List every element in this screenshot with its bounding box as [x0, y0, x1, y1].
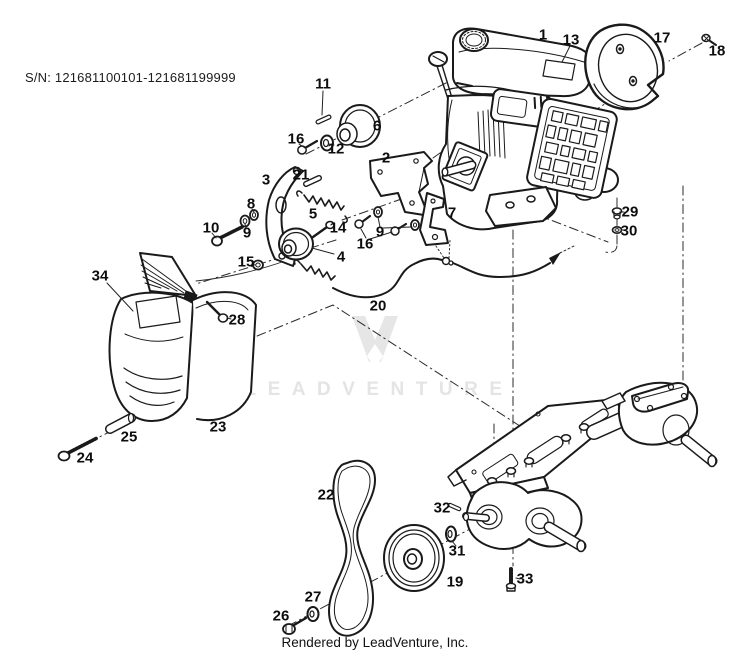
serial-number-range: S/N: 121681100101-121681199999 — [25, 70, 236, 85]
screw-18-icon — [701, 33, 717, 46]
callout-18[interactable]: 18 — [708, 42, 726, 60]
callout-23[interactable]: 23 — [209, 418, 227, 436]
cover-sticker — [135, 295, 181, 329]
callout-13[interactable]: 13 — [562, 31, 580, 49]
callout-4[interactable]: 4 — [336, 248, 346, 266]
callout-16[interactable]: 16 — [287, 130, 305, 148]
callout-11[interactable]: 11 — [315, 75, 331, 93]
callout-9[interactable]: 9 — [375, 223, 385, 241]
callout-25[interactable]: 25 — [120, 428, 138, 446]
watermark-text: LEADVENTURE — [244, 379, 513, 400]
callout-24[interactable]: 24 — [76, 449, 94, 467]
callout-6[interactable]: 6 — [372, 117, 382, 135]
callout-15[interactable]: 15 — [237, 253, 255, 271]
callout-3[interactable]: 3 — [261, 171, 271, 189]
belt-cover — [57, 252, 257, 462]
engine-assembly — [428, 27, 619, 231]
callout-29[interactable]: 29 — [621, 203, 639, 221]
callout-33[interactable]: 33 — [516, 570, 534, 588]
callout-26[interactable]: 26 — [272, 607, 290, 625]
callout-12[interactable]: 12 — [327, 140, 345, 158]
callout-20[interactable]: 20 — [369, 297, 387, 315]
callout-7[interactable]: 7 — [447, 204, 457, 222]
callout-19[interactable]: 19 — [446, 573, 464, 591]
callout-31[interactable]: 31 — [448, 542, 466, 560]
callout-10[interactable]: 10 — [202, 219, 220, 237]
clutch-cable — [293, 252, 561, 299]
belt-guard-disc — [584, 23, 665, 111]
callout-21[interactable]: 21 — [292, 166, 310, 184]
footer-credit: Rendered by LeadVenture, Inc. — [281, 635, 469, 650]
muffler-shield — [526, 97, 618, 199]
callout-8[interactable]: 8 — [246, 195, 256, 213]
cable-bracket — [419, 192, 449, 246]
callout-32[interactable]: 32 — [433, 499, 451, 517]
fuel-cap-icon — [459, 28, 489, 52]
callout-9[interactable]: 9 — [242, 224, 252, 242]
idler-assembly — [211, 104, 434, 271]
callout-28[interactable]: 28 — [228, 311, 246, 329]
callout-5[interactable]: 5 — [308, 205, 318, 223]
callout-2[interactable]: 2 — [381, 149, 391, 167]
transmission-assembly — [445, 381, 718, 592]
callout-16[interactable]: 16 — [356, 235, 374, 253]
callout-27[interactable]: 27 — [304, 588, 322, 606]
callout-22[interactable]: 22 — [317, 486, 335, 504]
fastener-29-30-icons — [611, 207, 623, 235]
callout-14[interactable]: 14 — [329, 219, 347, 237]
callout-1[interactable]: 1 — [538, 26, 548, 44]
leader-lines — [106, 45, 625, 580]
callout-34[interactable]: 34 — [91, 267, 109, 285]
callout-30[interactable]: 30 — [620, 222, 638, 240]
callout-17[interactable]: 17 — [653, 29, 671, 47]
engine-label-sticker — [542, 59, 576, 81]
leadventure-watermark: LEADVENTURE — [244, 316, 513, 400]
drive-belt — [328, 459, 376, 637]
input-pulley — [282, 524, 445, 635]
